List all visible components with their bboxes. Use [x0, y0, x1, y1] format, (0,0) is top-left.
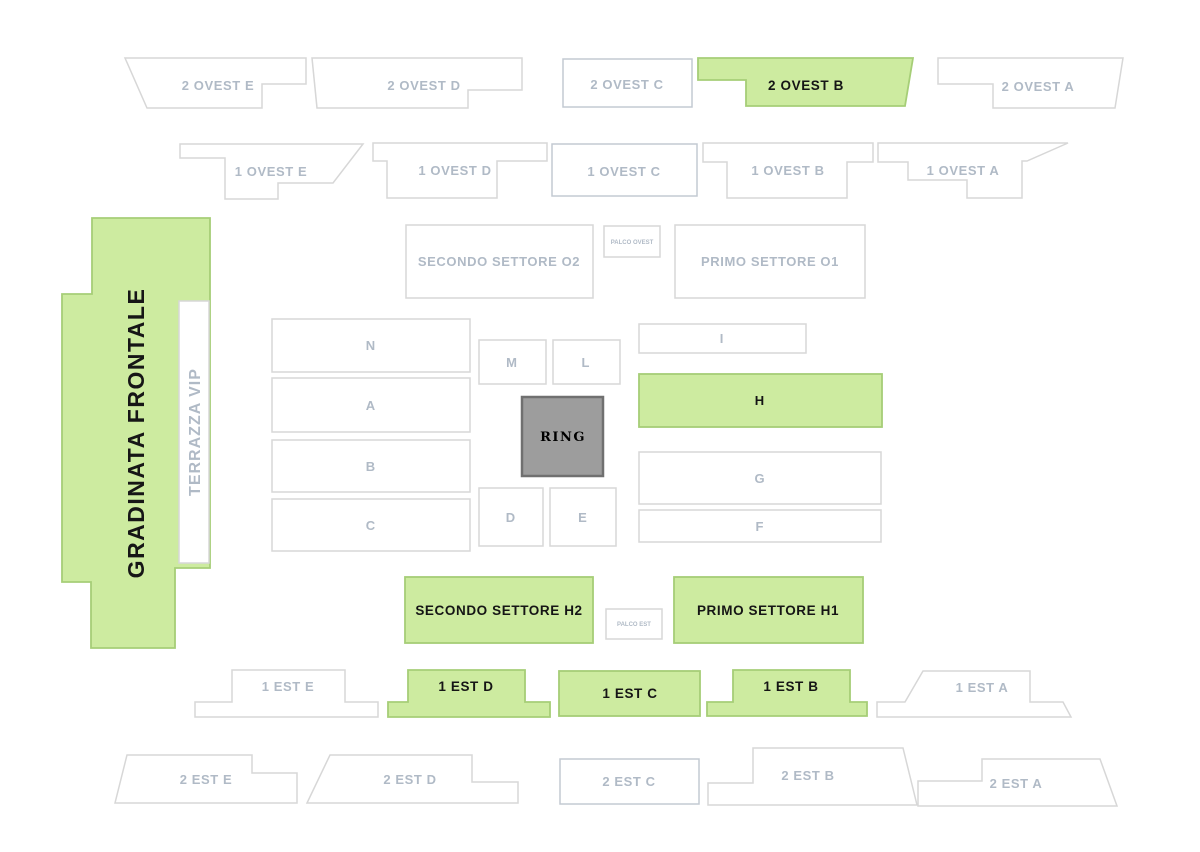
- sector-a-label: A: [366, 398, 376, 413]
- sector-2-ovest-e-label: 2 OVEST E: [182, 78, 255, 93]
- sector-gradinata-frontale-label: GRADINATA FRONTALE: [123, 288, 149, 579]
- sector-2-ovest-b[interactable]: [697, 57, 915, 107]
- sector-terrazza-vip: [178, 300, 210, 564]
- sector-1-est-c-label: 1 EST C: [602, 686, 657, 701]
- sector-palco-est: [605, 608, 663, 640]
- sector-l: [552, 339, 621, 385]
- sector-terrazza-vip-label: TERRAZZA VIP: [187, 368, 204, 496]
- sector-1-est-a-label: 1 EST A: [956, 680, 1009, 695]
- sector-2-est-a-label: 2 EST A: [990, 776, 1043, 791]
- sector-primo-settore-h1-label: PRIMO SETTORE H1: [697, 603, 839, 618]
- sector-palco-est-label: PALCO EST: [617, 622, 651, 628]
- sector-h[interactable]: [638, 373, 883, 428]
- sector-1-ovest-c-label: 1 OVEST C: [587, 164, 660, 179]
- sector-b-label: B: [366, 459, 376, 474]
- sector-secondo-settore-o2: [405, 224, 594, 299]
- sector-1-ovest-b-label: 1 OVEST B: [751, 163, 824, 178]
- sector-f-label: F: [756, 519, 765, 534]
- sector-1-ovest-b: [702, 142, 874, 199]
- sector-2-ovest-e: [123, 57, 307, 109]
- sector-primo-settore-h1[interactable]: [673, 576, 864, 644]
- sector-2-est-c: [559, 758, 700, 805]
- sector-1-ovest-d: [372, 142, 548, 199]
- sector-1-est-c[interactable]: [558, 670, 701, 717]
- sector-1-est-e: [194, 669, 379, 718]
- sector-secondo-settore-h2-label: SECONDO SETTORE H2: [415, 603, 582, 618]
- sector-a: [271, 377, 471, 433]
- ring-stage: [520, 395, 605, 478]
- sector-2-est-e: [114, 754, 298, 804]
- ring-stage-label: RING: [540, 430, 586, 445]
- sector-1-est-e-label: 1 EST E: [262, 679, 315, 694]
- sector-1-ovest-e: [179, 143, 365, 200]
- sector-2-ovest-a: [937, 57, 1124, 109]
- sector-d: [478, 487, 544, 547]
- sector-g: [638, 451, 882, 505]
- sector-primo-settore-o1: [674, 224, 866, 299]
- sector-1-est-d-label: 1 EST D: [438, 679, 493, 694]
- sector-2-est-d-label: 2 EST D: [383, 772, 436, 787]
- sector-1-ovest-a: [877, 142, 1069, 199]
- sector-2-est-d: [305, 754, 519, 804]
- sector-2-est-a: [917, 758, 1119, 807]
- sector-c: [271, 498, 471, 552]
- sector-i: [638, 323, 807, 354]
- sector-2-ovest-d: [311, 57, 523, 109]
- sector-n-label: N: [366, 338, 376, 353]
- sector-l-label: L: [582, 355, 591, 370]
- sector-n: [271, 318, 471, 373]
- sector-1-est-b[interactable]: [706, 669, 868, 717]
- sector-b: [271, 439, 471, 493]
- sector-gradinata-frontale[interactable]: [61, 217, 211, 649]
- sector-m: [478, 339, 547, 385]
- sector-1-est-a: [876, 670, 1073, 718]
- sector-2-est-b: [707, 747, 918, 806]
- sector-m-label: M: [506, 355, 518, 370]
- sector-c-label: C: [366, 518, 376, 533]
- sector-1-est-d[interactable]: [387, 669, 551, 718]
- sector-2-ovest-d-label: 2 OVEST D: [387, 78, 460, 93]
- sector-2-est-e-label: 2 EST E: [180, 772, 233, 787]
- sector-e-label: E: [578, 510, 588, 525]
- sector-1-ovest-c: [551, 143, 698, 197]
- sector-palco-ovest-label: PALCO OVEST: [611, 240, 654, 246]
- sector-e: [549, 487, 617, 547]
- sector-d-label: D: [506, 510, 516, 525]
- sector-secondo-settore-h2[interactable]: [404, 576, 594, 644]
- sector-2-ovest-a-label: 2 OVEST A: [1002, 79, 1075, 94]
- sector-g-label: G: [754, 471, 765, 486]
- sector-1-ovest-a-label: 1 OVEST A: [927, 163, 1000, 178]
- sector-i-label: I: [720, 331, 725, 346]
- sector-2-est-b-label: 2 EST B: [781, 768, 834, 783]
- sector-1-ovest-d-label: 1 OVEST D: [418, 163, 491, 178]
- sector-palco-ovest: [603, 225, 661, 258]
- sector-1-ovest-e-label: 1 OVEST E: [235, 164, 308, 179]
- sector-primo-settore-o1-label: PRIMO SETTORE O1: [701, 254, 839, 269]
- sector-2-est-c-label: 2 EST C: [602, 774, 655, 789]
- sector-2-ovest-c-label: 2 OVEST C: [590, 77, 663, 92]
- sector-f: [638, 509, 882, 543]
- sector-secondo-settore-o2-label: SECONDO SETTORE O2: [418, 254, 580, 269]
- sector-2-ovest-c: [562, 58, 693, 108]
- sector-1-est-b-label: 1 EST B: [763, 679, 818, 694]
- sector-2-ovest-b-label: 2 OVEST B: [768, 78, 844, 93]
- sector-h-label: H: [755, 393, 765, 408]
